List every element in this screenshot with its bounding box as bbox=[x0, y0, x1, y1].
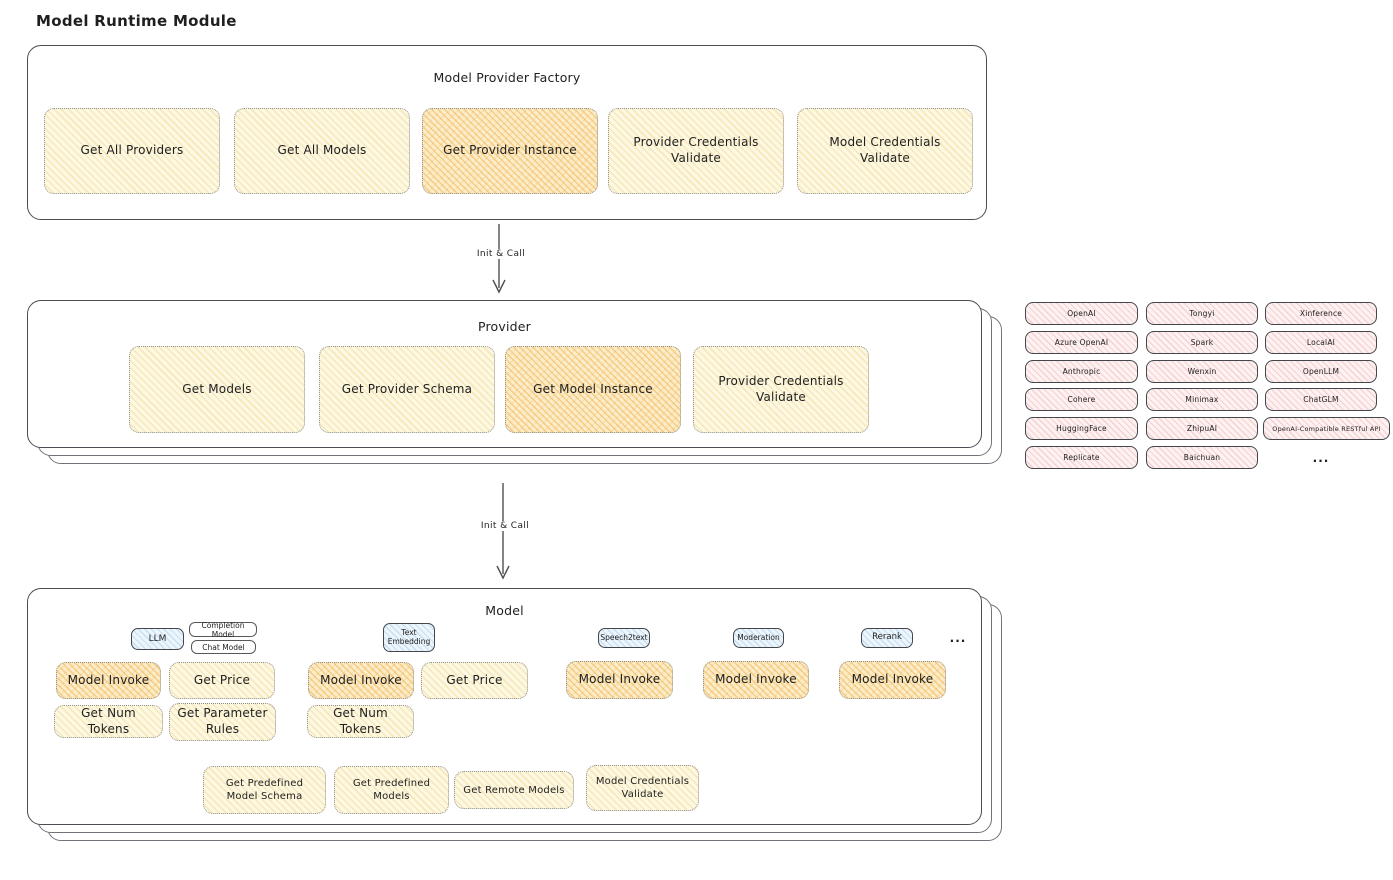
provider-chip-tongyi: Tongyi bbox=[1146, 302, 1258, 325]
factory-panel: Model Provider Factory Get All Providers… bbox=[27, 45, 987, 220]
node-get-remote-models: Get Remote Models bbox=[454, 771, 574, 809]
provider-panel: Provider Get Models Get Provider Schema … bbox=[27, 300, 982, 448]
provider-chip-chatglm: ChatGLM bbox=[1265, 388, 1377, 411]
node-get-all-providers: Get All Providers bbox=[44, 108, 220, 194]
node-model-credentials-validate-2: Model Credentials Validate bbox=[586, 765, 699, 811]
node-text-embedding-get-num-tokens: Get Num Tokens bbox=[307, 705, 414, 738]
provider-list-ellipsis: ... bbox=[1312, 450, 1330, 465]
tab-chat-model: Chat Model bbox=[191, 640, 256, 654]
provider-chip-anthropic: Anthropic bbox=[1025, 360, 1138, 383]
provider-chip-localai: LocalAI bbox=[1265, 331, 1377, 354]
node-moderation-model-invoke: Model Invoke bbox=[703, 661, 809, 699]
node-text-embedding-model-invoke: Model Invoke bbox=[308, 662, 414, 699]
node-get-predefined-model-schema: Get Predefined Model Schema bbox=[203, 766, 326, 814]
node-llm-get-num-tokens: Get Num Tokens bbox=[54, 705, 163, 738]
node-get-models: Get Models bbox=[129, 346, 305, 433]
factory-title: Model Provider Factory bbox=[433, 70, 581, 85]
tab-text-embedding: Text Embedding bbox=[383, 623, 435, 652]
init-call-arrow-1 bbox=[492, 224, 506, 294]
model-panel: Model LLM Completion Model Chat Model Te… bbox=[27, 588, 982, 825]
init-call-label-2: Init & Call bbox=[471, 521, 539, 531]
model-title: Model bbox=[485, 603, 524, 618]
provider-chip-baichuan: Baichuan bbox=[1146, 446, 1258, 469]
provider-chip-openai-compatible: OpenAI-Compatible RESTful API bbox=[1263, 417, 1390, 440]
node-provider-credentials-validate: Provider Credentials Validate bbox=[608, 108, 784, 194]
node-speech2text-model-invoke: Model Invoke bbox=[566, 661, 673, 699]
model-tabs-ellipsis: ... bbox=[949, 631, 967, 645]
page-title: Model Runtime Module bbox=[36, 12, 237, 30]
provider-chip-openai: OpenAI bbox=[1025, 302, 1138, 325]
tab-moderation: Moderation bbox=[733, 628, 784, 648]
tab-completion-model: Completion Model bbox=[189, 621, 257, 639]
provider-chip-minimax: Minimax bbox=[1146, 388, 1258, 411]
node-get-predefined-models: Get Predefined Models bbox=[334, 766, 449, 814]
node-provider-credentials-validate-2: Provider Credentials Validate bbox=[693, 346, 869, 433]
node-rerank-model-invoke: Model Invoke bbox=[839, 661, 946, 699]
provider-chip-azure-openai: Azure OpenAI bbox=[1025, 331, 1138, 354]
init-call-arrow-2 bbox=[496, 483, 510, 580]
node-get-model-instance: Get Model Instance bbox=[505, 346, 681, 433]
provider-chip-spark: Spark bbox=[1146, 331, 1258, 354]
node-llm-get-parameter-rules: Get Parameter Rules bbox=[169, 703, 276, 741]
node-model-credentials-validate: Model Credentials Validate bbox=[797, 108, 973, 194]
provider-chip-replicate: Replicate bbox=[1025, 446, 1138, 469]
node-get-all-models: Get All Models bbox=[234, 108, 410, 194]
provider-chip-xinference: Xinference bbox=[1265, 302, 1377, 325]
tab-llm: LLM bbox=[131, 628, 184, 650]
provider-title: Provider bbox=[477, 319, 532, 334]
provider-chip-wenxin: Wenxin bbox=[1146, 360, 1258, 383]
node-get-provider-schema: Get Provider Schema bbox=[319, 346, 495, 433]
provider-chip-cohere: Cohere bbox=[1025, 388, 1138, 411]
node-get-provider-instance: Get Provider Instance bbox=[422, 108, 598, 194]
tab-speech2text: Speech2text bbox=[598, 628, 650, 648]
node-llm-get-price: Get Price bbox=[169, 662, 275, 699]
provider-chip-huggingface: HuggingFace bbox=[1025, 417, 1138, 440]
node-llm-model-invoke: Model Invoke bbox=[56, 662, 161, 699]
provider-chip-zhipuai: ZhipuAI bbox=[1146, 417, 1258, 440]
provider-chip-openllm: OpenLLM bbox=[1265, 360, 1377, 383]
node-text-embedding-get-price: Get Price bbox=[421, 662, 528, 699]
init-call-label-1: Init & Call bbox=[467, 249, 535, 259]
tab-rerank: Rerank bbox=[861, 628, 913, 648]
